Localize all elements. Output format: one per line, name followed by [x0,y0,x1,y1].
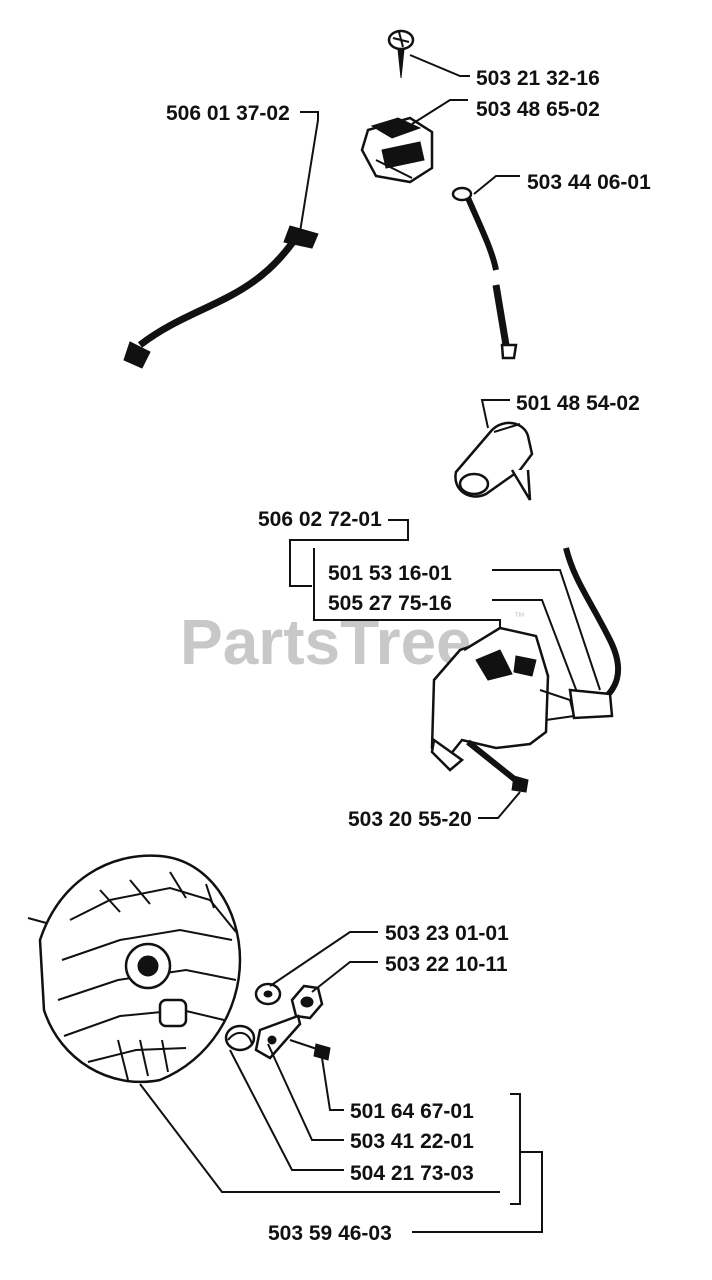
label-pawl-screw: 504 21 73-03 [350,1162,474,1185]
label-ignition-cable: 506 01 37-02 [166,102,290,125]
label-nut: 503 22 10-11 [385,953,508,976]
label-spark-plug-cap: 501 48 54-02 [516,392,640,415]
label-ignition-module-assy: 506 02 72-01 [258,508,382,531]
pawl-screw-drawing [289,1039,331,1061]
spark-plug-cap-drawing [454,421,534,501]
label-module-screw: 503 20 55-20 [348,808,472,831]
watermark-text: PartsTree [180,606,472,678]
flywheel-drawing [27,854,242,1084]
nut-drawing [290,984,324,1020]
module-screw-drawing [466,739,529,793]
label-ignition-module: 501 53 16-01 [328,562,452,585]
label-flywheel-assy: 503 59 46-03 [268,1222,392,1245]
switch-drawing [360,116,434,184]
label-spring: 503 41 22-01 [350,1130,474,1153]
ignition-module-drawing [430,547,622,772]
spring-drawing [224,1024,256,1052]
label-switch: 503 48 65-02 [476,98,600,121]
label-ground-lead: 503 44 06-01 [527,171,651,194]
label-ignition-module-alt: 505 27 75-16 [328,592,452,615]
watermark-trademark: ™ [514,611,525,623]
screw-top-drawing [387,29,415,79]
ground-lead-drawing [451,186,518,360]
ignition-cable-drawing [123,225,319,369]
label-screw-top: 503 21 32-16 [476,67,600,90]
label-pawl: 501 64 67-01 [350,1100,474,1123]
label-washer: 503 23 01-01 [385,922,509,945]
pawl-drawing [254,1014,302,1060]
washer-drawing [254,982,282,1006]
